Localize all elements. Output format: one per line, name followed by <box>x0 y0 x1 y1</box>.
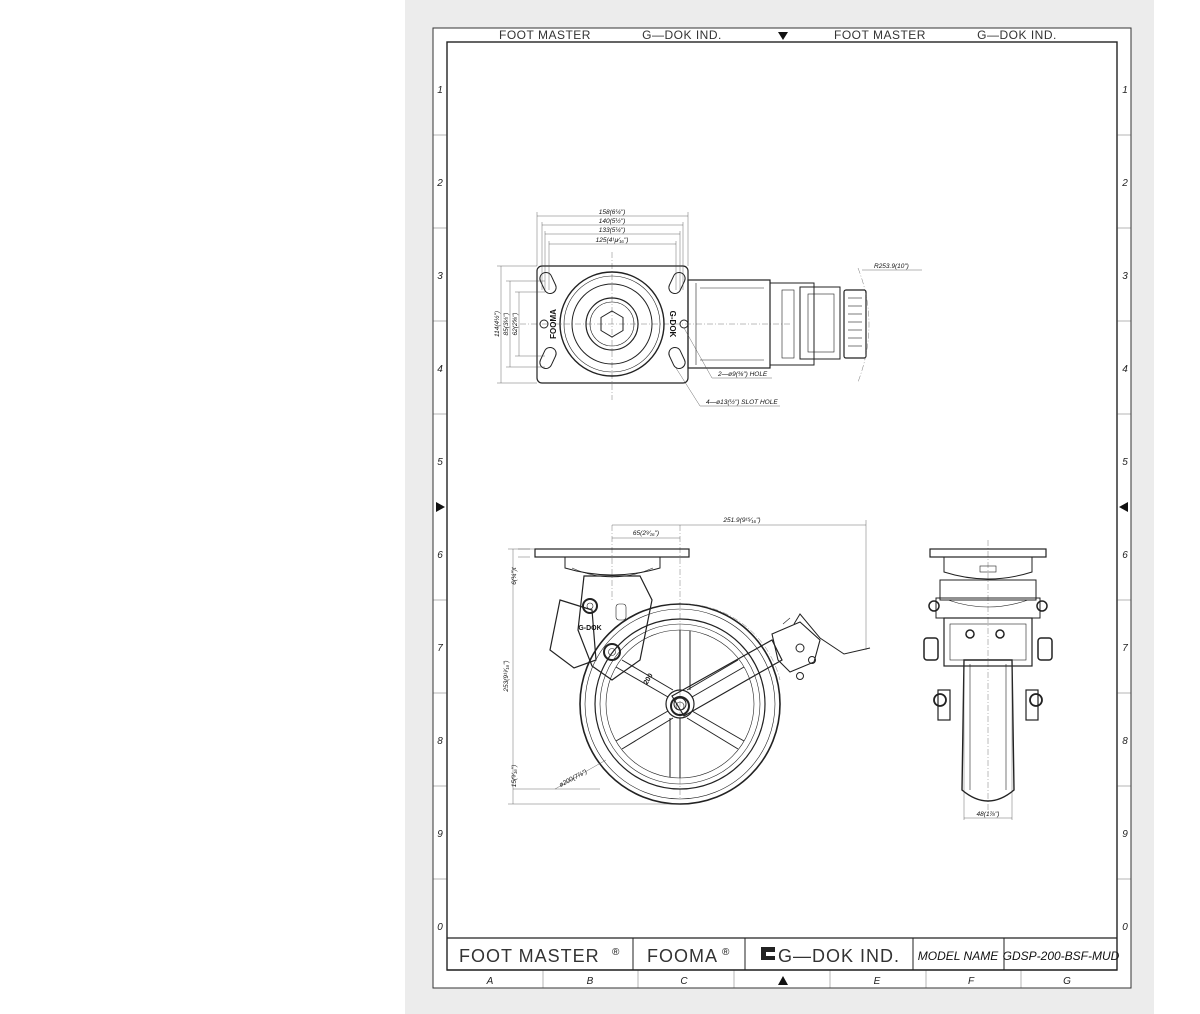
row-label: 7 <box>1122 643 1128 654</box>
dim-6: 6(¼")t <box>511 566 518 585</box>
dim-158: 158(6¼") <box>599 209 626 216</box>
brand-foot-master: FOOT MASTER <box>459 946 600 966</box>
header-label-4: G—DOK IND. <box>977 28 1057 42</box>
column-label: F <box>968 976 975 987</box>
dim-85: 85(3⅓") <box>503 313 510 336</box>
front-view: G-DOK 200 251.9(9¹⁵⁄₁₆") 65(2⁹⁄₁₆") 6(¼ <box>503 517 871 805</box>
row-label: 6 <box>1122 550 1128 561</box>
row-label: 1 <box>437 85 443 96</box>
model-name-value: GDSP-200-BSF-MUD <box>1003 949 1120 963</box>
row-label: 7 <box>437 643 443 654</box>
plate-mark-fooma: FOOMA <box>549 309 558 339</box>
row-label: 9 <box>437 829 443 840</box>
plate-mark-g-dok: G-DOK <box>668 311 677 338</box>
row-label: 3 <box>437 271 443 282</box>
header-label-2: G—DOK IND. <box>642 28 722 42</box>
column-label: A <box>486 976 494 987</box>
title-block: FOOT MASTER ® FOOMA ® G—DOK IND. MODEL N… <box>447 937 1120 971</box>
dim-125: 125(4¹µ⁄₁₆") <box>596 237 629 244</box>
row-label: 5 <box>437 457 443 468</box>
row-label: 2 <box>436 178 443 189</box>
dim-slot-hole: 4—ø13(½") SLOT HOLE <box>706 398 778 406</box>
brand-foot-master-mark: ® <box>612 947 620 958</box>
model-name-label: MODEL NAME <box>918 949 999 963</box>
dim-hole: 2—ø9(⅜") HOLE <box>717 371 768 378</box>
row-label: 4 <box>437 364 443 375</box>
bracket-mark-g-dok: G-DOK <box>578 625 601 632</box>
row-label: 9 <box>1122 829 1128 840</box>
dim-253: 253(9¹³⁄₁₆") <box>503 660 510 692</box>
brand-g-dok: G—DOK IND. <box>778 946 900 966</box>
dim-65: 65(2⁹⁄₁₆") <box>633 530 659 537</box>
row-label: 2 <box>1121 178 1128 189</box>
g-dok-logo-icon <box>761 947 775 960</box>
row-label: 8 <box>437 736 443 747</box>
column-ticks <box>542 970 1022 988</box>
top-view: FOOMA G-DOK R253.9(10") 2—ø9(⅜") HOLE 4—… <box>493 209 922 407</box>
left-center-arrow-icon <box>436 502 445 512</box>
dim-62: 62(2⅝") <box>512 313 519 336</box>
dim-48: 48(1⅞") <box>977 811 1000 818</box>
row-label: 8 <box>1122 736 1128 747</box>
header-label-3: FOOT MASTER <box>834 28 926 42</box>
brand-fooma-mark: ® <box>722 947 730 958</box>
column-label: B <box>587 976 594 987</box>
row-label: 1 <box>1122 85 1128 96</box>
dim-114: 114(4½") <box>493 311 501 337</box>
right-center-arrow-icon <box>1119 502 1128 512</box>
column-label: E <box>874 976 881 987</box>
wheel-mark-200: 200 <box>643 672 655 686</box>
column-label: G <box>1063 976 1071 987</box>
column-label: C <box>680 976 688 987</box>
row-labels-left: 1 2 3 4 5 6 7 8 9 0 <box>436 85 443 933</box>
dim-140: 140(5½") <box>599 217 626 225</box>
dim-133: 133(5¼") <box>599 227 626 234</box>
dim-radius: R253.9(10") <box>874 263 909 270</box>
row-label: 5 <box>1122 457 1128 468</box>
brand-fooma: FOOMA <box>647 946 718 966</box>
row-label: 3 <box>1122 271 1128 282</box>
row-label: 0 <box>437 922 443 933</box>
row-labels-right: 1 2 3 4 5 6 7 8 9 0 <box>1121 85 1128 933</box>
inner-frame <box>446 41 1118 971</box>
dim-15: 15(⁹⁄₁₆") <box>511 765 518 788</box>
side-view: 48(1⅞") <box>923 540 1053 820</box>
top-center-arrow-icon <box>778 32 788 40</box>
row-label: 6 <box>437 550 443 561</box>
header-label-1: FOOT MASTER <box>499 28 591 42</box>
row-ticks <box>433 134 1131 880</box>
dim-251: 251.9(9¹⁵⁄₁₆") <box>722 517 760 524</box>
row-label: 0 <box>1122 922 1128 933</box>
bottom-center-arrow-icon <box>778 976 788 985</box>
row-label: 4 <box>1122 364 1128 375</box>
